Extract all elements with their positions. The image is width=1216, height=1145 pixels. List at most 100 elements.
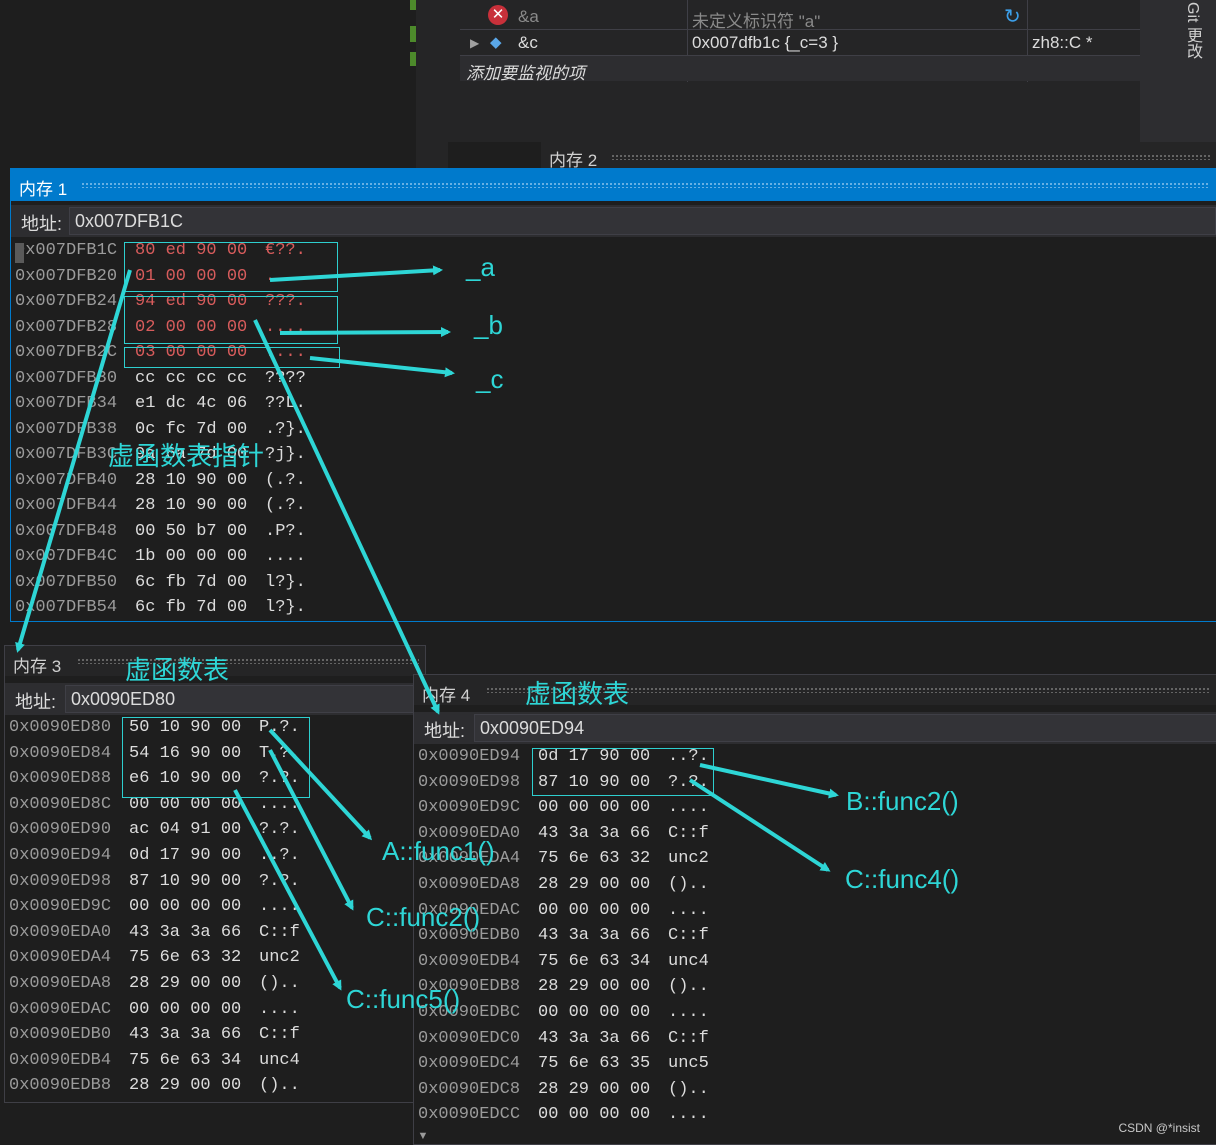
- editor-pane: [0, 0, 448, 168]
- change-marker: [410, 52, 416, 66]
- address-label: 地址:: [15, 692, 57, 712]
- memory-ascii: ?.?.: [259, 820, 300, 840]
- memory-address: 0x007DFB2C: [15, 343, 118, 362]
- memory-hex: 9a 6a 7d 00: [135, 445, 248, 464]
- git-changes-label: Git 更改: [1184, 2, 1201, 59]
- memory-address: 0x007DFB4C: [15, 547, 118, 566]
- memory-ascii: unc2: [259, 948, 300, 968]
- memory-address: 0x0090EDB0: [418, 926, 521, 946]
- memory-hex: 43 3a 3a 66: [129, 922, 242, 942]
- memory-address: 0x007DFB38: [15, 419, 118, 439]
- memory-hex: 28 10 90 00: [135, 496, 248, 515]
- memory-address: 0x007DFB44: [15, 496, 118, 515]
- highlight-box-vtable3: [122, 717, 310, 798]
- memory-hex: 28 29 00 00: [538, 875, 651, 894]
- memory-ascii: unc2: [668, 849, 709, 869]
- watch-row[interactable]: ▶ ◆ &c 0x007dfb1c {_c=3 } zh8::C *: [460, 30, 1140, 56]
- title-grip: [611, 154, 1210, 160]
- memory-hex: 43 3a 3a 66: [538, 1028, 651, 1048]
- memory-1-titlebar[interactable]: 内存 1: [11, 169, 1216, 201]
- watch-value: 0x007dfb1c {_c=3 }: [692, 33, 839, 52]
- watch-name: &a: [518, 7, 539, 26]
- arrow-b: [279, 327, 451, 338]
- arrow-b-func2: [699, 763, 839, 799]
- memory-ascii: C::f: [259, 1025, 300, 1045]
- title-grip: [81, 182, 1210, 188]
- memory-address: 0x0090EDA4: [418, 849, 521, 869]
- highlight-box-a: [124, 242, 338, 292]
- memory-hex: 43 3a 3a 66: [538, 926, 651, 946]
- memory-hex: 50 10 90 00: [129, 718, 242, 737]
- git-changes-tab[interactable]: Git 更改: [1168, 0, 1216, 142]
- memory-ascii: l?}.: [265, 598, 306, 617]
- scroll-down-icon[interactable]: ▼: [417, 1130, 429, 1142]
- memory-address: 0x0090ED9C: [418, 798, 521, 818]
- memory-address: 0x0090EDC8: [418, 1079, 521, 1099]
- add-watch-placeholder: 添加要监视的项: [466, 64, 585, 83]
- memory-ascii: (.?.: [265, 496, 306, 515]
- memory-ascii: .?}.: [265, 419, 306, 439]
- arrow-a: [269, 265, 443, 282]
- memory-address: 0x0090ED88: [9, 769, 112, 789]
- memory-address: 0x007DFB28: [15, 317, 118, 337]
- watch-name: &c: [518, 33, 538, 52]
- memory-address: 0x0090EDA0: [418, 823, 521, 843]
- memory-hex: 00 00 00 00: [129, 794, 242, 814]
- annotation-c: _c: [476, 364, 504, 394]
- memory-address: 0x0090EDC0: [418, 1028, 521, 1048]
- watch-window: ✕ &a 未定义标识符 "a" ↻ ▶ ◆ &c 0x007dfb1c {_c=…: [448, 0, 1140, 83]
- memory-address: 0x007DFB24: [15, 292, 118, 311]
- error-icon: ✕: [488, 5, 508, 25]
- memory-ascii: ....: [259, 897, 300, 917]
- memory-address: 0x0090EDAC: [418, 900, 521, 920]
- memory-ascii: P.?.: [259, 718, 300, 737]
- memory-hex: 28 10 90 00: [135, 470, 248, 490]
- watch-scroll-area[interactable]: [1140, 0, 1168, 142]
- memory-hex: 75 6e 63 34: [129, 1050, 242, 1070]
- change-marker: [410, 26, 416, 42]
- address-input[interactable]: 0x007DFB1C: [69, 207, 1216, 235]
- arrow-func2: [268, 749, 354, 911]
- memory-hex: 00 00 00 00: [538, 1003, 651, 1022]
- memory-ascii: C::f: [668, 926, 709, 946]
- memory-hex: 80 ed 90 00: [135, 241, 248, 260]
- memory-3-titlebar[interactable]: 内存 3: [5, 646, 425, 676]
- memory-hex: e1 dc 4c 06: [135, 394, 248, 413]
- memory-address: 0x0090ED84: [9, 743, 112, 763]
- memory-ascii: l?}.: [265, 572, 306, 592]
- memory-ascii: ()..: [668, 977, 709, 997]
- memory-hex: 00 00 00 00: [538, 1105, 651, 1125]
- memory-hex: 54 16 90 00: [129, 743, 242, 763]
- watch-add-row[interactable]: 添加要监视的项: [460, 56, 1140, 83]
- memory-4-titlebar[interactable]: 内存 4: [414, 675, 1216, 705]
- memory-address: 0x0090EDBC: [418, 1003, 521, 1022]
- address-input[interactable]: 0x0090ED80: [65, 685, 425, 713]
- memory-hex: 0c fc 7d 00: [135, 419, 248, 439]
- memory-hex: 1b 00 00 00: [135, 547, 248, 566]
- refresh-icon[interactable]: ↻: [1004, 6, 1021, 28]
- memory-hex: 00 00 00 00: [538, 900, 651, 920]
- annotation-b-func2: B::func2(): [846, 786, 959, 816]
- memory-ascii: unc5: [668, 1054, 709, 1074]
- watch-row[interactable]: ✕ &a 未定义标识符 "a" ↻: [460, 4, 1140, 31]
- memory-hex: 00 00 00 00: [129, 999, 242, 1019]
- memory-address: 0x0090ED90: [9, 820, 112, 840]
- memory-hex: 00 00 00 00: [538, 798, 651, 818]
- memory-hex: 6c fb 7d 00: [135, 572, 248, 592]
- memory-2-window[interactable]: 内存 2: [541, 142, 1216, 170]
- expand-triangle-icon[interactable]: ▶: [470, 36, 480, 50]
- address-input[interactable]: 0x0090ED94: [474, 714, 1216, 742]
- arrow-c-func4: [688, 778, 831, 872]
- memory-address: 0x007DFB1C: [15, 241, 118, 260]
- memory-hex: cc cc cc cc: [135, 368, 248, 388]
- memory-hex: 75 6e 63 35: [538, 1054, 651, 1074]
- memory-hex: 28 29 00 00: [538, 1079, 651, 1099]
- memory-address: 0x007DFB40: [15, 470, 118, 490]
- memory-hex: 28 29 00 00: [129, 1076, 242, 1096]
- memory-1-title: 内存 1: [19, 180, 68, 199]
- memory-ascii: ....: [265, 547, 306, 566]
